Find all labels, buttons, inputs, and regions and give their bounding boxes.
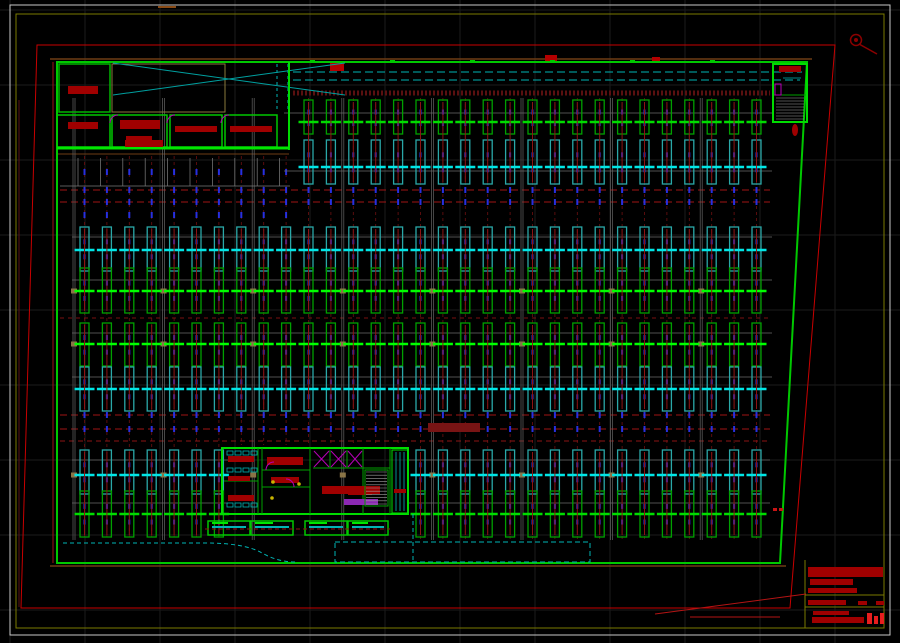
left-parking-cells [60,158,290,187]
northeast-stair-core [772,63,808,511]
band-d [72,449,770,538]
parking-stall-bands [72,99,772,538]
band-c [72,322,772,412]
building-outline [56,60,809,564]
core-block [221,447,409,515]
roads-and-site-edges [18,6,812,607]
top-aisle-lane-markings [276,55,802,112]
site-boundary [20,44,836,609]
north-arrow [849,33,878,55]
below-core-stalls-and-ramp [63,514,591,563]
top-left-room-block [56,62,346,150]
structural-column-grid [71,98,705,540]
drive-aisle-speed-bump [428,423,480,432]
sheet-borders [9,4,891,636]
band-a [284,99,772,185]
aisle-markings [60,169,770,442]
band-b [72,226,772,314]
title-block [654,560,884,628]
